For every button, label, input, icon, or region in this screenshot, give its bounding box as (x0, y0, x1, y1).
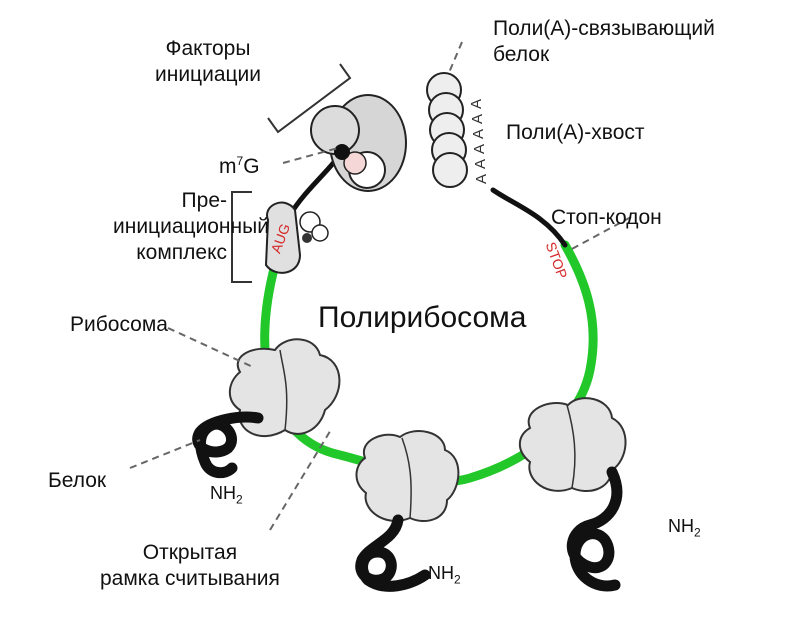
initiation-factors-complex (310, 94, 407, 192)
preinitiation-bracket (231, 191, 252, 283)
polya-binding-proteins (426, 72, 468, 188)
mrna-3prime-segment (490, 187, 568, 248)
ribosome-shape (228, 338, 341, 437)
nh2-label-middle: NH2 (428, 563, 461, 587)
svg-text:A: A (469, 114, 486, 124)
svg-text:A: A (473, 174, 490, 184)
nascent-protein (566, 466, 623, 592)
ribosome-shape (355, 430, 460, 522)
stop-codon-text-label: Стоп-кодон (551, 206, 662, 229)
initiation-factors-label: Факторы инициации (155, 37, 261, 86)
protein-label: Белок (48, 469, 107, 492)
svg-text:A: A (468, 99, 485, 109)
m7g-cap-label: m7G (219, 154, 260, 178)
m7g-cap-dot (334, 144, 350, 160)
svg-text:A: A (472, 159, 489, 169)
orf-label: Открытая рамка считывания (100, 541, 280, 590)
nascent-protein (192, 411, 264, 479)
initiation-factors-bracket (267, 63, 352, 134)
preinitiation-complex-shape (264, 201, 329, 274)
preinitiation-complex-label: Пре- инициационный комплекс (113, 189, 269, 264)
polya-tail-label: Поли(А)-хвост (506, 121, 645, 144)
nascent-protein (355, 514, 431, 592)
nh2-label-left: NH2 (210, 483, 243, 507)
nh2-label-right: NH2 (668, 516, 701, 540)
ribosome-label: Рибосома (70, 313, 168, 336)
polyribosome-title: Полирибосома (318, 301, 527, 334)
polya-tail-sequence: A A A A A A (468, 99, 490, 184)
polya-binding-protein-label: Поли(А)-связывающий белок (493, 17, 715, 66)
svg-text:A: A (470, 129, 487, 139)
leader-lines (129, 41, 632, 531)
svg-text:A: A (471, 144, 488, 154)
